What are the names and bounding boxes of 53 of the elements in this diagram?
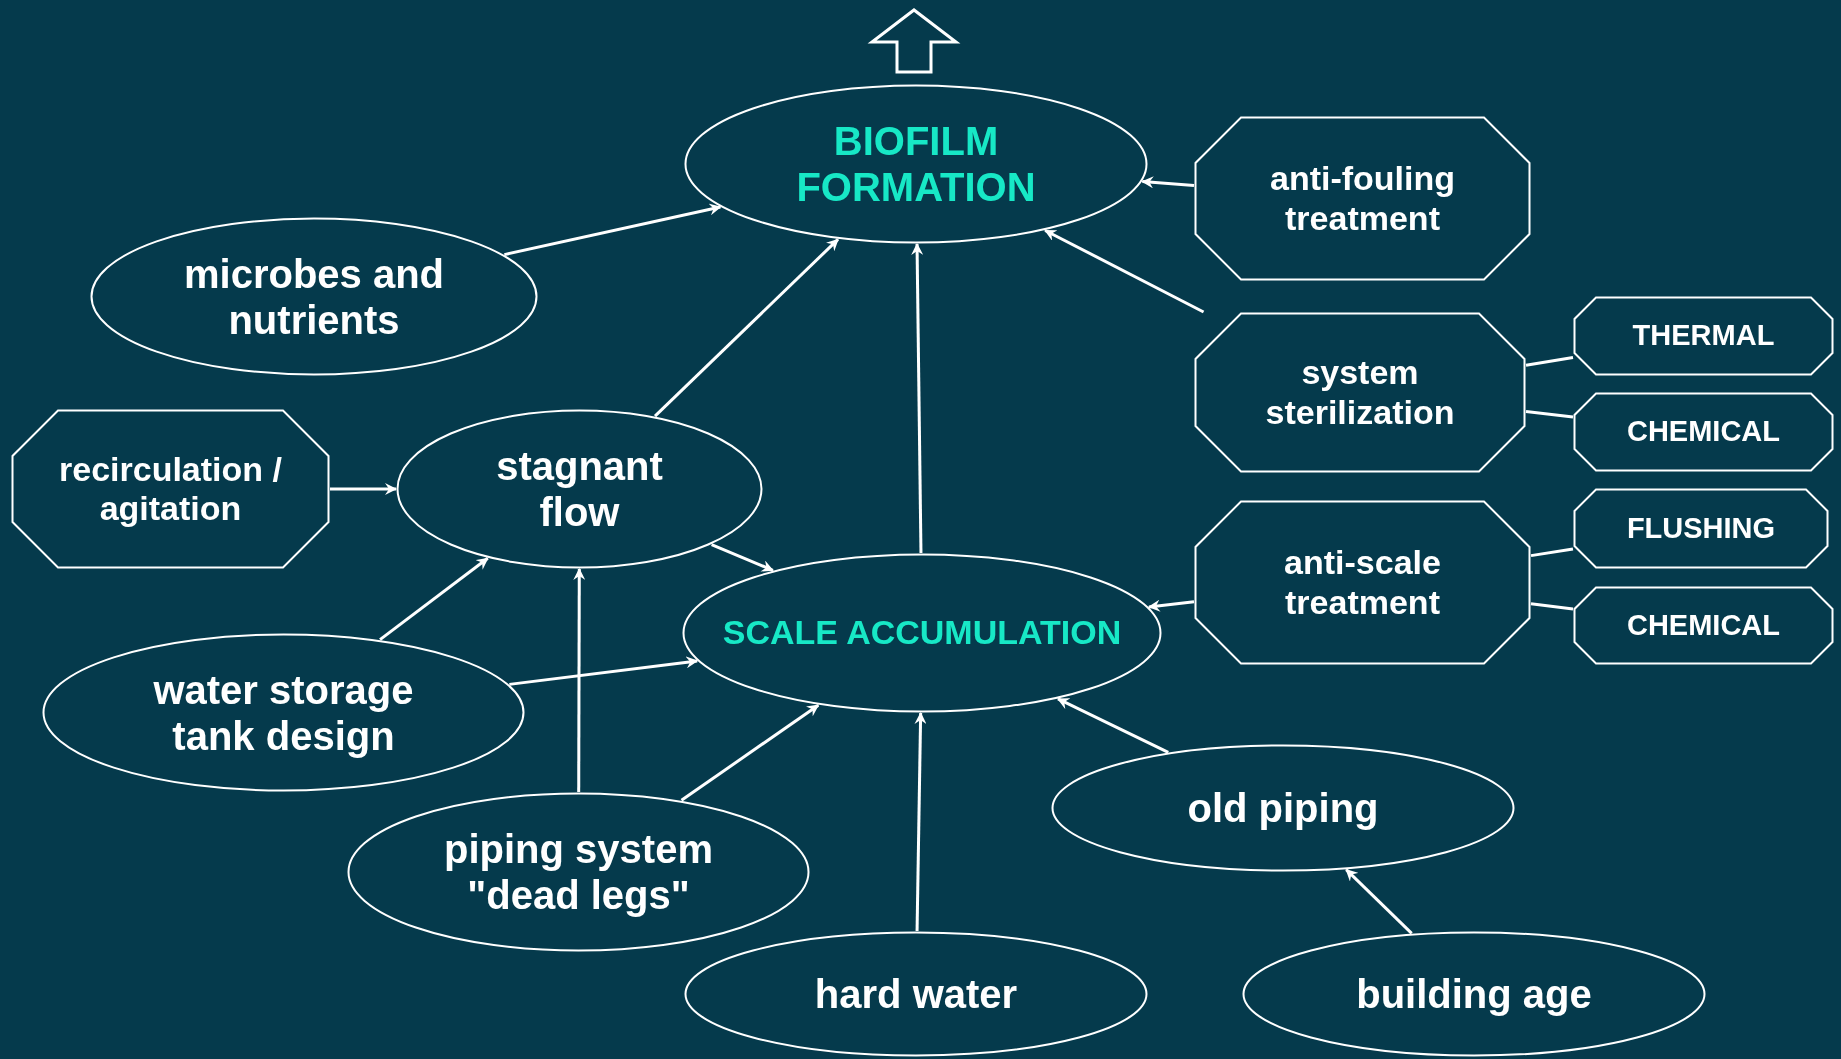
- node-label: recirculation / agitation: [58, 449, 283, 529]
- octagon-node: [1194, 116, 1531, 281]
- arrow: [509, 656, 699, 686]
- node-label: system sterilization: [1264, 353, 1456, 432]
- ellipse-node: [1242, 931, 1706, 1057]
- arrow: [330, 483, 397, 495]
- ellipse-node: [682, 553, 1162, 713]
- ellipse-node: [684, 84, 1148, 244]
- arrow: [504, 203, 722, 257]
- arrow: [379, 557, 489, 641]
- octagon-node: [1573, 392, 1834, 472]
- node-label: microbes and nutrients: [182, 250, 446, 343]
- octagon-node: [1573, 488, 1829, 569]
- arrow: [911, 243, 924, 554]
- node-label: building age: [1356, 971, 1592, 1017]
- node-label: hard water: [814, 971, 1018, 1017]
- arrow: [573, 568, 586, 792]
- octagon-node: [1194, 312, 1526, 473]
- connector-line: [1525, 410, 1574, 419]
- octagon-node: [1573, 296, 1834, 376]
- arrow: [1057, 697, 1169, 754]
- octagon-node: [11, 409, 330, 569]
- node-label: FLUSHING: [1626, 511, 1776, 546]
- ellipse-node: [1051, 744, 1515, 872]
- node-label: anti-scale treatment: [1283, 543, 1442, 622]
- node-label: THERMAL: [1632, 319, 1775, 353]
- arrow: [653, 238, 840, 418]
- node-label: stagnant flow: [495, 443, 664, 535]
- ellipse-node: [90, 217, 538, 376]
- node-label: piping system "dead legs": [443, 826, 714, 918]
- arrow: [680, 703, 820, 802]
- octagon-node: [1194, 500, 1531, 665]
- node-label: CHEMICAL: [1626, 415, 1780, 449]
- ellipse-node: [396, 409, 763, 569]
- arrow: [1147, 599, 1195, 612]
- connector-line: [1530, 547, 1574, 558]
- ellipse-node: [684, 931, 1148, 1057]
- arrow: [1044, 229, 1205, 314]
- arrow: [711, 543, 774, 572]
- connector-line: [1525, 356, 1574, 367]
- ellipse-node: [347, 792, 810, 952]
- arrow: [914, 712, 927, 932]
- node-label: anti-fouling treatment: [1268, 159, 1457, 238]
- arrow: [1141, 176, 1195, 189]
- node-label: water storage tank design: [152, 666, 415, 759]
- ellipse-node: [42, 633, 525, 792]
- node-label: SCALE ACCUMULATION: [722, 613, 1122, 653]
- connector-line: [1530, 602, 1574, 611]
- node-label: old piping: [1187, 785, 1379, 831]
- node-label: BIOFILM FORMATION: [795, 118, 1037, 210]
- octagon-node: [1573, 586, 1834, 665]
- node-label: CHEMICAL: [1626, 608, 1780, 643]
- arrow: [1345, 868, 1413, 935]
